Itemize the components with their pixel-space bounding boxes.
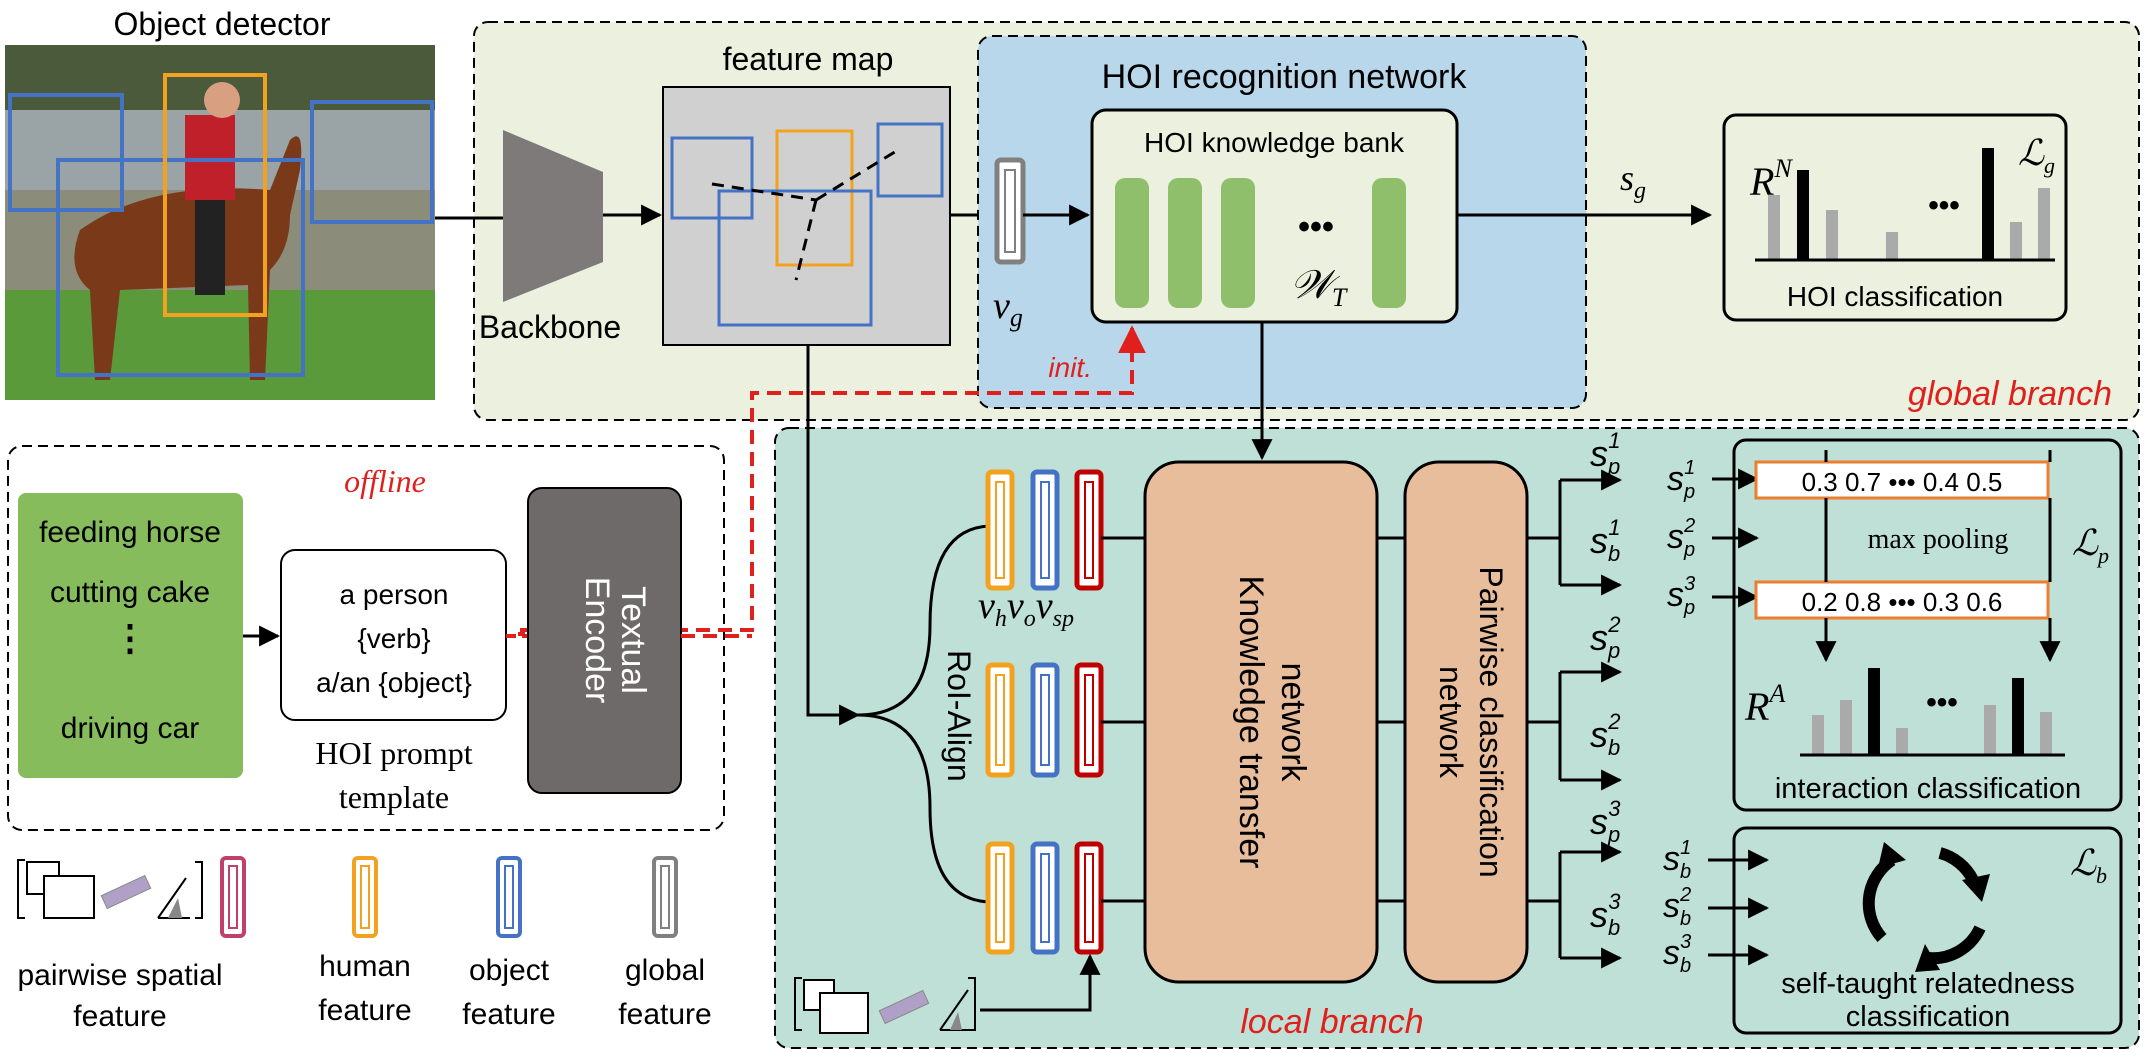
local-branch-label: local branch [1240, 1003, 1423, 1041]
hoi-classification-box [1722, 113, 2068, 322]
legend-pairwise-line2: feature [73, 1000, 166, 1033]
prompt-example-1: feeding horse [39, 516, 221, 549]
output-fork-1 [1527, 469, 1623, 596]
textual-encoder [527, 487, 682, 794]
output-fork-3 [1527, 841, 1623, 969]
bank-vector-3 [1221, 178, 1255, 308]
svg-text:sp2: sp2 [1667, 515, 1695, 561]
score-row-2-text: 0.2 0.8 ••• 0.3 0.6 [1802, 587, 2003, 617]
bank-vector-2 [1168, 178, 1202, 308]
template-line1: a person [340, 579, 449, 610]
feature-triple-2 [985, 662, 1104, 778]
feature-map [662, 86, 951, 346]
cycle-arrowheads [1878, 842, 1990, 972]
cycle-icon [1862, 847, 1986, 965]
score-row-2 [1754, 580, 2050, 620]
feature-triple-1 [985, 469, 1104, 591]
legend-object-line1: object [469, 954, 550, 987]
hoi-prompt-line1: HOI prompt [315, 735, 472, 771]
self-taught-box [1732, 826, 2123, 1035]
bank-vector-n [1372, 178, 1406, 308]
svg-text:sb3: sb3 [1663, 931, 1691, 977]
legend-global-line1: global [625, 954, 705, 987]
roi-align-label: RoI-Align [941, 650, 977, 782]
detector-photo [5, 45, 435, 400]
fork-score-labels: sp1 sb1 sp2 sb2 sp3 sb3 [1590, 428, 1621, 940]
hoi-bars-ellipsis: ••• [1928, 189, 1960, 222]
self-taught-input-labels: sb1 sb2 sb3 [1663, 837, 1691, 977]
hoi-score-bars [1755, 148, 2055, 262]
legend-human-line2: feature [318, 994, 411, 1027]
interaction-score-bars [1800, 668, 2065, 757]
vh-vo-vsp-label: vhvovsp [978, 585, 1074, 632]
textual-encoder-line2: Encoder [578, 577, 616, 704]
prompt-example-2: cutting cake [50, 576, 210, 609]
hoi-prompt-line2: template [339, 779, 449, 815]
pairwise-cls-line2: network [1433, 666, 1469, 779]
interaction-classification-box [1732, 438, 2123, 812]
knowledge-transfer-line2: network [1274, 662, 1312, 782]
svg-text:sp1: sp1 [1590, 428, 1621, 479]
legend-human-icon [352, 856, 378, 938]
prompt-vertical-ellipsis: ⋮ [112, 617, 148, 658]
prompt-example-3: driving car [61, 712, 199, 745]
self-taught-line1: self-taught relatedness [1781, 968, 2074, 1000]
template-line3: a/an {object} [316, 667, 472, 698]
verb-object-examples [18, 493, 243, 778]
spatial-config-input-icon [794, 977, 976, 1034]
output-fork-2 [1527, 661, 1623, 791]
knowledge-bank-title: HOI knowledge bank [1144, 127, 1405, 158]
svg-text:sb3: sb3 [1590, 889, 1621, 940]
pairwise-cls-line1: Pairwise classification [1473, 566, 1509, 877]
detection-box-person [163, 73, 267, 317]
legend-object-icon [496, 856, 522, 938]
bank-vector-1 [1115, 178, 1149, 308]
max-pooling-label: max pooling [1868, 524, 2009, 555]
legend-human-line1: human [319, 950, 411, 983]
svg-text:sb1: sb1 [1590, 515, 1621, 566]
legend-pairwise-line1: pairwise spatial [17, 959, 222, 992]
svg-text:sp3: sp3 [1590, 796, 1621, 847]
legend-global-icon [652, 856, 678, 938]
svg-text:sb2: sb2 [1590, 709, 1621, 760]
detection-box-horse [56, 158, 305, 377]
knowledge-transfer-line1: Knowledge transfer [1232, 576, 1270, 869]
object-detector-title: Object detector [114, 6, 331, 42]
score-row-1 [1754, 460, 2050, 500]
interaction-classification-label: interaction classification [1775, 773, 2081, 805]
interaction-bars-ellipsis: ••• [1926, 686, 1958, 719]
self-taught-line2: classification [1846, 1001, 2010, 1033]
legend-spatial-icon [17, 856, 246, 938]
detection-box-car-1 [8, 93, 124, 212]
hoi-recognition-network-title: HOI recognition network [1102, 58, 1468, 96]
bank-ellipsis: ••• [1298, 208, 1334, 246]
feature-triple-3 [985, 841, 1104, 955]
offline-label: offline [344, 463, 426, 499]
detection-box-car-2 [310, 100, 434, 224]
hoi-classification-label: HOI classification [1787, 281, 2003, 312]
global-branch-label: global branch [1908, 375, 2112, 413]
legend-global-line2: feature [618, 998, 711, 1031]
init-label: init. [1048, 352, 1092, 383]
feature-map-title: feature map [723, 41, 894, 77]
backbone-trapezoid [503, 130, 603, 302]
template-line2: {verb} [357, 623, 430, 654]
textual-encoder-line1: Textual [614, 586, 652, 694]
svg-text:sp2: sp2 [1590, 612, 1621, 663]
score-row-1-text: 0.3 0.7 ••• 0.4 0.5 [1802, 467, 2003, 497]
legend-object-line2: feature [462, 998, 555, 1031]
backbone-label: Backbone [479, 309, 621, 345]
